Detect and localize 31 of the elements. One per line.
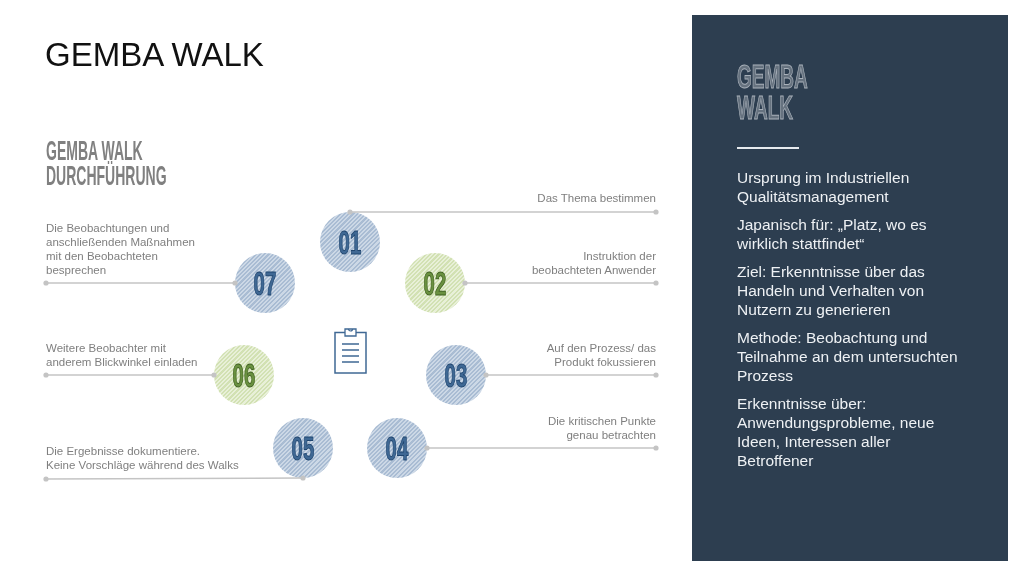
page-title: GEMBA WALK: [45, 35, 264, 75]
step-number: 05: [291, 431, 315, 465]
step-description: Auf den Prozess/ das Produkt fokussieren: [545, 341, 656, 369]
step-description: Die Beobachtungen und anschließenden Maßnahmen mit den Beobachteten besprechen: [46, 221, 196, 277]
connector-line: [43, 372, 217, 378]
info-paragraph: Methode: Beobachtung und Teilnahme an dem untersuchten Prozess: [737, 328, 959, 385]
connector-line: [43, 475, 306, 482]
connector-line: [462, 280, 659, 286]
connector-line: [43, 280, 238, 286]
panel-heading: GEMBA WALK: [737, 61, 809, 123]
connector-line: [347, 209, 659, 215]
step-description: Weitere Beobachter mit anderem Blickwinkel einladen: [46, 341, 199, 369]
connector-line: [483, 372, 659, 378]
step-description: Keine Vorschläge während des Walks: [46, 458, 240, 472]
step-description: Die Ergebnisse dokumentiere.: [46, 444, 202, 458]
info-paragraph: Erkenntnisse über: Anwendungsprobleme, neue Ideen, Interessen aller Betroffener: [737, 394, 936, 470]
section-heading: GEMBA WALK DURCHFÜHRUNG: [46, 138, 168, 188]
step-number: 04: [385, 431, 409, 465]
step-number: 06: [232, 358, 256, 392]
info-paragraph: Japanisch für: „Platz, wo es wirklich stattfindet“: [737, 215, 928, 253]
info-paragraph: Ursprung im Industriellen Qualitätsmanagement: [737, 168, 911, 206]
step-description: Die kritischen Punkte genau betrachten: [546, 414, 656, 442]
step-description: Instruktion der beobachteten Anwender: [530, 249, 656, 277]
step-number: 03: [444, 358, 468, 392]
step-description: Das Thema bestimmen: [536, 191, 656, 205]
connector-line: [424, 445, 659, 451]
step-number: 07: [253, 266, 277, 300]
info-panel: [692, 15, 1008, 561]
step-number: 02: [423, 266, 447, 300]
info-paragraph: Ziel: Erkenntnisse über das Handeln und Verhalten von Nutzern zu generieren: [737, 262, 926, 319]
step-number: 01: [338, 225, 362, 259]
